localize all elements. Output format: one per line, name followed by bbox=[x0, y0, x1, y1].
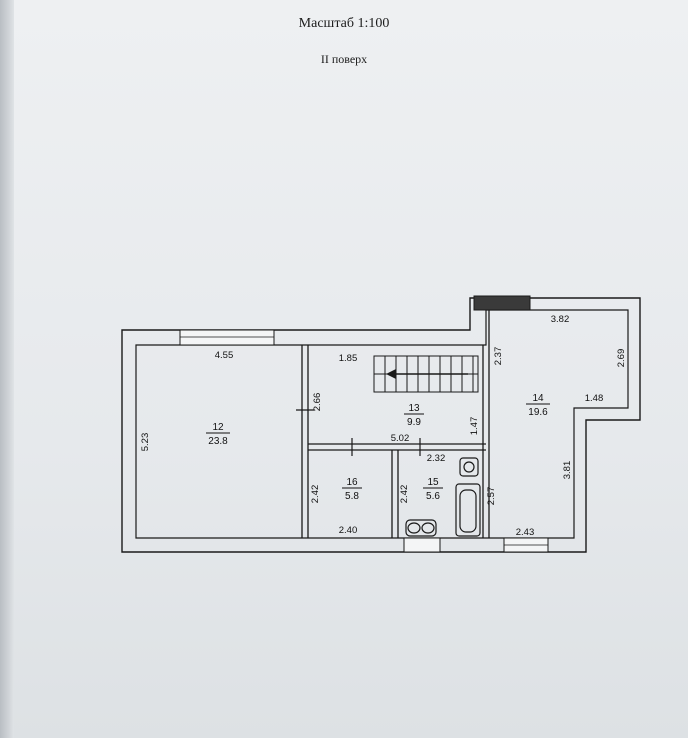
room-label-16: 16 5.8 bbox=[342, 477, 362, 502]
dim-label: 2.32 bbox=[427, 453, 446, 464]
dim-label: 1.48 bbox=[585, 393, 604, 404]
dim-label: 3.81 bbox=[562, 461, 573, 480]
dim-label: 1.85 bbox=[339, 353, 358, 364]
dim-label: 2.66 bbox=[312, 393, 323, 412]
window-room-14-top bbox=[473, 295, 531, 311]
dim-label: 2.37 bbox=[493, 347, 504, 366]
dim-label: 2.42 bbox=[399, 485, 410, 504]
staircase bbox=[373, 355, 479, 393]
floor-label: II поверх bbox=[320, 52, 368, 66]
window-room-15 bbox=[403, 537, 441, 553]
sink-icon bbox=[405, 519, 437, 537]
room-label-13: 13 9.9 bbox=[404, 403, 424, 428]
room-area: 19.6 bbox=[528, 407, 548, 418]
room-number: 16 bbox=[346, 477, 358, 488]
room-area: 9.9 bbox=[407, 417, 421, 428]
dim-label: 2.57 bbox=[486, 487, 497, 506]
dim-label: 1.47 bbox=[469, 417, 480, 436]
room-label-12: 12 23.8 bbox=[206, 422, 230, 447]
window-room-12 bbox=[179, 329, 275, 346]
dim-label: 3.82 bbox=[551, 314, 570, 325]
room-area: 5.8 bbox=[345, 491, 359, 502]
room-number: 14 bbox=[532, 393, 544, 404]
room-label-15: 15 5.6 bbox=[423, 477, 443, 502]
dim-label: 2.40 bbox=[339, 525, 358, 536]
outer-wall-inner-line bbox=[135, 309, 629, 539]
room-area: 23.8 bbox=[208, 436, 228, 447]
room-number: 12 bbox=[212, 422, 224, 433]
page-edge bbox=[0, 0, 14, 738]
dim-label: 2.43 bbox=[516, 527, 535, 538]
room-label-14: 14 19.6 bbox=[526, 393, 550, 418]
dim-label: 2.42 bbox=[310, 485, 321, 504]
room-number: 15 bbox=[427, 477, 439, 488]
dim-label: 5.02 bbox=[391, 433, 410, 444]
scale-label: Масштаб 1:100 bbox=[298, 16, 390, 31]
dim-label: 2.69 bbox=[616, 349, 627, 368]
paper-sheet bbox=[14, 0, 688, 738]
dim-label: 5.23 bbox=[140, 433, 151, 452]
stair-arrow-icon bbox=[386, 369, 396, 379]
bathtub-icon bbox=[455, 483, 481, 537]
outer-wall-outer-line bbox=[121, 297, 641, 553]
room-area: 5.6 bbox=[426, 491, 440, 502]
room-number: 13 bbox=[408, 403, 420, 414]
toilet-icon bbox=[459, 457, 479, 477]
dim-label: 4.55 bbox=[215, 350, 234, 361]
